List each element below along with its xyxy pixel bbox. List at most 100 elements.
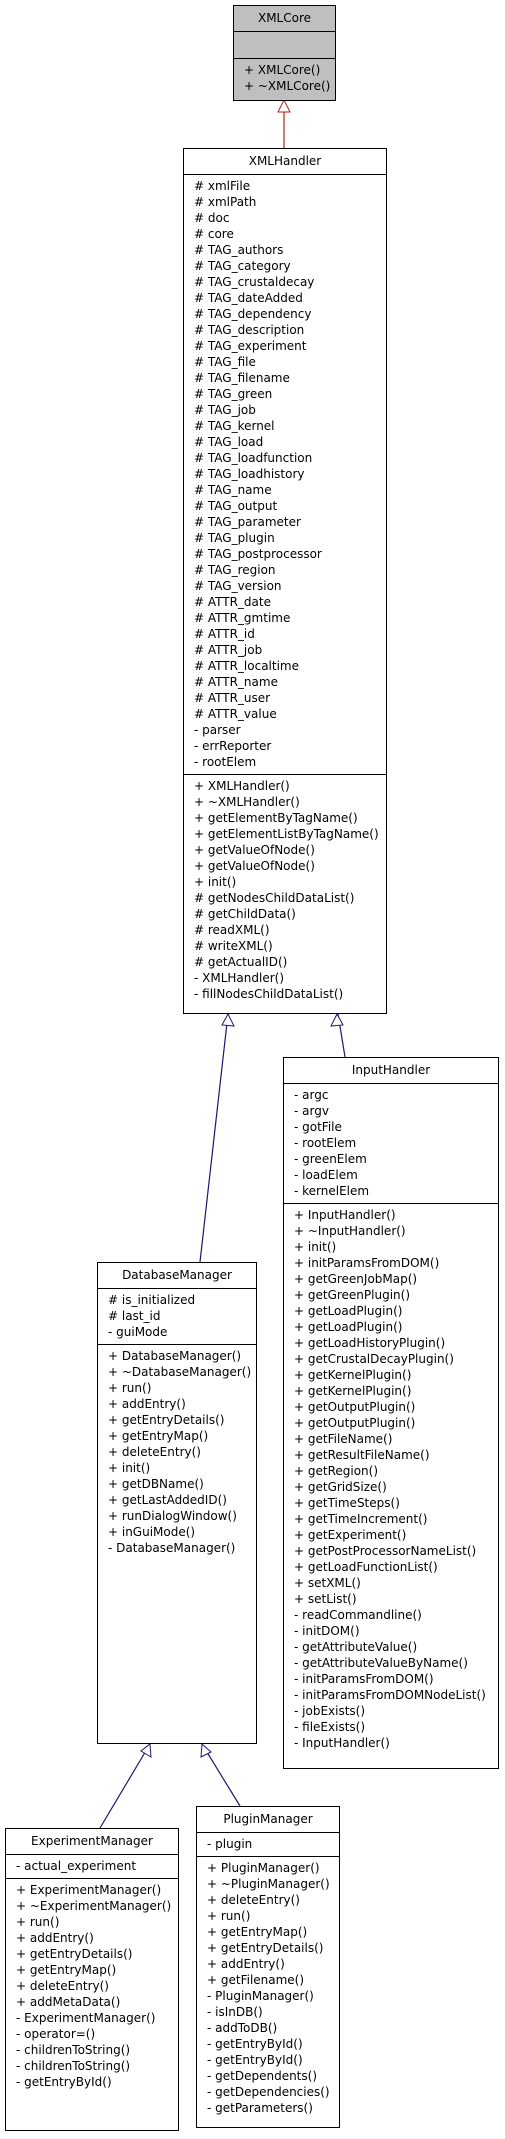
attribute-row: - gotFile <box>294 1120 342 1134</box>
method-row: + getGreenPlugin() <box>294 1288 411 1302</box>
attribute-row: # xmlFile <box>194 179 251 193</box>
method-row: + runDialogWindow() <box>108 1509 237 1523</box>
method-row: + getOutputPlugin() <box>294 1416 416 1430</box>
attribute-row: # TAG_file <box>194 355 256 369</box>
method-row: + getLoadPlugin() <box>294 1320 403 1334</box>
method-row: - fillNodesChildDataList() <box>194 987 344 1001</box>
method-row: # getNodesChildDataList() <box>194 891 355 905</box>
method-row: - initParamsFromDOM() <box>294 1672 434 1686</box>
arrowhead-databasemanager-left <box>140 1743 152 1758</box>
method-row: + ExperimentManager() <box>16 1883 162 1897</box>
method-row: + ~ExperimentManager() <box>16 1899 172 1913</box>
method-row: + init() <box>194 875 237 889</box>
methods-section: + PluginManager()+ ~PluginManager()+ del… <box>197 1857 339 2120</box>
attribute-row: # TAG_experiment <box>194 339 307 353</box>
methods-section: + InputHandler()+ ~InputHandler()+ init(… <box>284 1204 498 1755</box>
attribute-row: # ATTR_localtime <box>194 659 300 673</box>
method-row: - addToDB() <box>207 2021 278 2035</box>
attribute-row: # TAG_plugin <box>194 531 275 545</box>
method-row: - operator=() <box>16 2027 96 2041</box>
method-row: # readXML() <box>194 923 270 937</box>
attribute-row: - guiMode <box>108 1325 168 1339</box>
attributes-section <box>234 32 335 59</box>
method-row: + ~DatabaseManager() <box>108 1365 252 1379</box>
method-row: + setList() <box>294 1592 357 1606</box>
method-row: + getFilename() <box>207 1973 305 1987</box>
method-row: + addEntry() <box>207 1957 285 1971</box>
method-row: + addEntry() <box>16 1931 94 1945</box>
method-row: + inGuiMode() <box>108 1525 196 1539</box>
method-row: - getEntryById() <box>207 2037 303 2051</box>
method-row: + getLoadFunctionList() <box>294 1560 438 1574</box>
class-xmlhandler: XMLHandler # xmlFile# xmlPath# doc# core… <box>183 148 387 1014</box>
method-row: + getTimeIncrement() <box>294 1512 428 1526</box>
attribute-row: # TAG_version <box>194 579 282 593</box>
method-row: - getDependents() <box>207 2069 318 2083</box>
method-row: - ExperimentManager() <box>16 2011 156 2025</box>
attribute-row: # TAG_green <box>194 387 273 401</box>
class-name: InputHandler <box>284 1058 498 1084</box>
attribute-row: # core <box>194 227 234 241</box>
method-row: + getEntryDetails() <box>108 1413 225 1427</box>
method-row: - jobExists() <box>294 1704 366 1718</box>
attribute-row: # ATTR_value <box>194 707 277 721</box>
methods-section: + XMLCore()+ ~XMLCore() <box>234 59 335 98</box>
edge-databasemanager-to-xmlhandler <box>199 1013 229 1263</box>
attribute-row: - parser <box>194 723 241 737</box>
attribute-row: # TAG_postprocessor <box>194 547 322 561</box>
methods-section: + ExperimentManager() + ~ExperimentManage… <box>6 1879 178 2094</box>
method-row: + getPostProcessorNameList() <box>294 1544 477 1558</box>
attribute-row: # ATTR_job <box>194 643 263 657</box>
attribute-row: # TAG_parameter <box>194 515 301 529</box>
class-name: PluginManager <box>197 1807 339 1833</box>
class-name: ExperimentManager <box>6 1829 178 1855</box>
method-row: + addMetaData() <box>16 1995 121 2009</box>
attribute-row: # TAG_job <box>194 403 256 417</box>
attribute-row: # TAG_description <box>194 323 305 337</box>
method-row: + getExperiment() <box>294 1528 407 1542</box>
method-row: + getLoadHistoryPlugin() <box>294 1336 446 1350</box>
attribute-row: # xmlPath <box>194 195 257 209</box>
class-experimentmanager: ExperimentManager - actual_experiment + … <box>5 1828 179 2131</box>
method-row: - getEntryById() <box>207 2053 303 2067</box>
method-row: + getEntryMap() <box>207 1925 308 1939</box>
method-row: - getParameters() <box>207 2101 313 2115</box>
arrowhead-xmlhandler-right <box>330 1012 344 1027</box>
method-row: + getKernelPlugin() <box>294 1368 412 1382</box>
edge-pluginmanager-to-databasemanager <box>201 1743 241 1807</box>
method-row: + getEntryMap() <box>108 1429 209 1443</box>
attribute-row: # TAG_name <box>194 483 272 497</box>
method-row: + initParamsFromDOM() <box>294 1256 440 1270</box>
method-row: + addEntry() <box>108 1397 186 1411</box>
attribute-row: - argv <box>294 1104 329 1118</box>
method-row: + init() <box>108 1461 151 1475</box>
method-row: + setXML() <box>294 1576 361 1590</box>
edge-experimentmanager-to-databasemanager <box>99 1743 151 1829</box>
method-row: + getFileName() <box>294 1432 393 1446</box>
attribute-row: - rootElem <box>294 1136 357 1150</box>
attribute-row: - rootElem <box>194 755 257 769</box>
method-row: + getEntryDetails() <box>207 1941 324 1955</box>
method-row: + InputHandler() <box>294 1208 396 1222</box>
method-row: - initParamsFromDOMNodeList() <box>294 1688 486 1702</box>
class-pluginmanager: PluginManager - plugin + PluginManager()… <box>196 1806 340 2128</box>
method-row: + getElementListByTagName() <box>194 827 379 841</box>
method-row: - PluginManager() <box>207 1989 314 2003</box>
method-row: + init() <box>294 1240 337 1254</box>
method-row: + getRegion() <box>294 1464 379 1478</box>
arrowhead-xmlcore <box>277 98 291 113</box>
method-row: # writeXML() <box>194 939 273 953</box>
method-row: - childrenToString() <box>16 2059 131 2073</box>
method-row: + deleteEntry() <box>108 1445 201 1459</box>
method-row: + deleteEntry() <box>207 1893 300 1907</box>
method-row: - InputHandler() <box>294 1736 390 1750</box>
attribute-row: - loadElem <box>294 1168 358 1182</box>
methods-section: + XMLHandler()+ ~XMLHandler()+ getElemen… <box>184 775 386 1006</box>
class-name: DatabaseManager <box>98 1263 256 1289</box>
method-row: + getKernelPlugin() <box>294 1384 412 1398</box>
attribute-row: # TAG_region <box>194 563 276 577</box>
method-row: + getCrustalDecayPlugin() <box>294 1352 454 1366</box>
method-row: # getChildData() <box>194 907 296 921</box>
attribute-row: # TAG_kernel <box>194 419 275 433</box>
method-row: + getTimeSteps() <box>294 1496 400 1510</box>
